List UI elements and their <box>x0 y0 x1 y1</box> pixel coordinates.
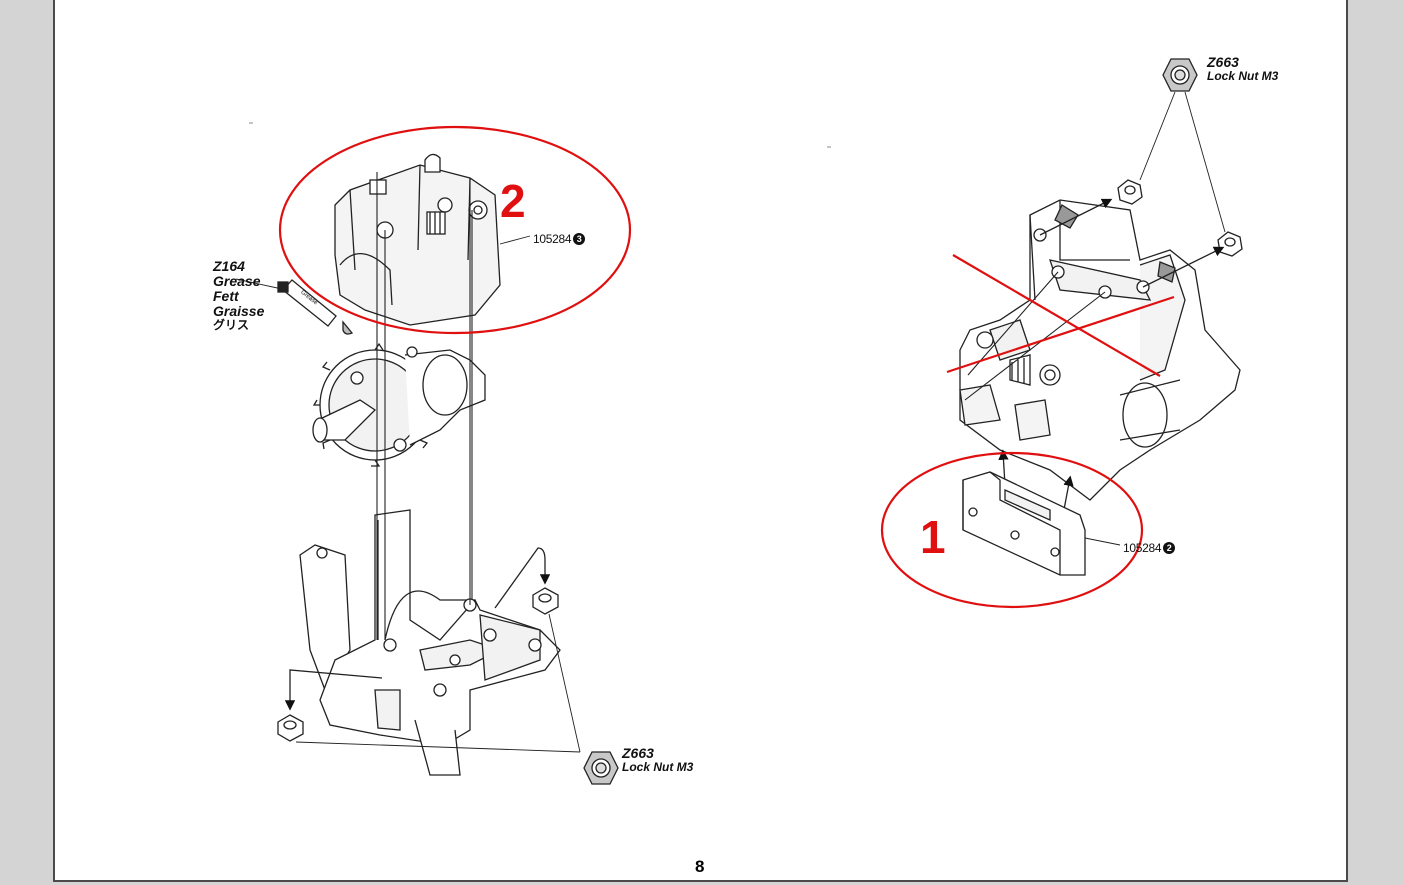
grease-code: Z164 <box>213 258 245 274</box>
right-part-number: 105284 <box>1123 541 1162 555</box>
right-part-qty-badge: 2 <box>1163 541 1176 554</box>
step-number-2: 2 <box>500 175 526 227</box>
page-number: 8 <box>695 857 705 876</box>
right-nut-icon <box>1162 58 1198 92</box>
strike-line-1 <box>952 254 1161 377</box>
screw-guide-lines <box>376 172 473 640</box>
right-nut-1 <box>1117 179 1143 205</box>
strike-line-2 <box>946 295 1175 374</box>
left-nut-left <box>277 714 304 742</box>
right-nut-code: Z663 <box>1207 54 1239 70</box>
lower-housing <box>299 509 561 776</box>
left-nut-code: Z663 <box>622 745 654 761</box>
right-nut-name: Lock Nut M3 <box>1207 69 1279 83</box>
mount-block <box>962 471 1086 576</box>
step-number-1: 1 <box>920 511 946 563</box>
grease-name-fr: Graisse <box>213 303 265 319</box>
grease-name-en: Grease <box>213 273 261 289</box>
left-nut-name: Lock Nut M3 <box>622 760 694 774</box>
differential-gear <box>312 342 486 467</box>
grease-label: Z164 Grease Fett Graisse グリス <box>213 259 264 332</box>
grease-name-de: Fett <box>213 288 239 304</box>
left-part-number: 105284 <box>533 232 572 246</box>
gear-case-cover <box>334 153 501 326</box>
left-nut-right <box>532 587 559 615</box>
right-nut-label: Z663 Lock Nut M3 <box>1207 55 1278 83</box>
right-assembly-drawing <box>959 58 1243 576</box>
step-1-circle <box>880 451 1144 609</box>
grease-name-jp: グリス <box>213 318 250 332</box>
red-annotations <box>278 125 1175 609</box>
left-nut-icon <box>583 751 619 785</box>
left-part-qty-badge: 3 <box>573 232 586 245</box>
left-assembly-drawing: Grease <box>235 153 619 785</box>
right-nut-2 <box>1217 231 1243 257</box>
step-2-circle <box>278 125 632 335</box>
left-nut-label: Z663 Lock Nut M3 <box>622 746 693 774</box>
